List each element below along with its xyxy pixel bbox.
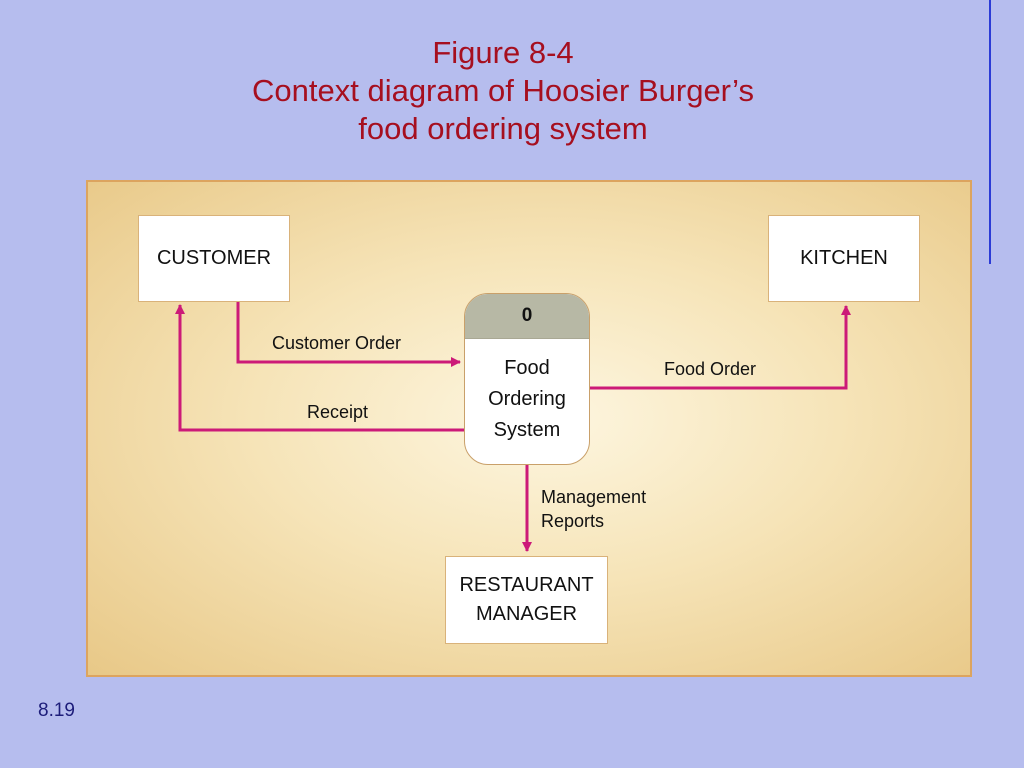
restaurant-manager-entity: RESTAURANT MANAGER	[445, 556, 608, 644]
slide-title: Figure 8-4 Context diagram of Hoosier Bu…	[0, 34, 1006, 148]
kitchen-entity: KITCHEN	[768, 215, 920, 302]
manager-label-line-1: RESTAURANT	[459, 574, 594, 596]
process-name-line-1: Food	[504, 357, 550, 379]
process-name-line-3: System	[493, 419, 561, 441]
food-order-flow	[590, 305, 851, 390]
management-reports-label-line-2: Reports	[541, 511, 605, 531]
kitchen-label: KITCHEN	[800, 247, 888, 269]
title-line-1: Figure 8-4	[432, 35, 574, 70]
slide-edge-rule	[989, 0, 991, 264]
manager-label-line-2: MANAGER	[475, 603, 578, 625]
process-name-line-2: Ordering	[488, 388, 566, 410]
receipt-label: Receipt	[307, 402, 369, 422]
food-order-label: Food Order	[664, 359, 757, 379]
food-ordering-process: 0 Food Ordering System	[464, 293, 590, 465]
title-line-2: Context diagram of Hoosier Burger’s	[252, 73, 754, 108]
title-line-3: food ordering system	[358, 111, 648, 146]
process-id: 0	[465, 294, 589, 339]
customer-order-flow	[236, 302, 461, 367]
customer-label: CUSTOMER	[156, 247, 272, 269]
customer-order-label: Customer Order	[272, 333, 402, 353]
management-reports-label-line-1: Management	[541, 487, 647, 507]
process-name: Food Ordering System	[465, 339, 589, 446]
slide-number: 8.19	[38, 700, 75, 721]
customer-entity: CUSTOMER	[138, 215, 290, 302]
receipt-flow	[175, 304, 464, 432]
